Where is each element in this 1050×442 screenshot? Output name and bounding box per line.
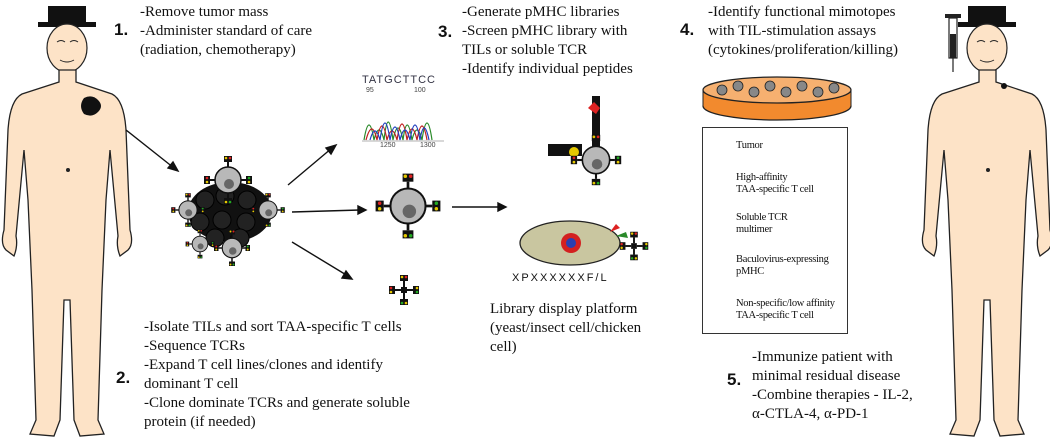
til-cluster xyxy=(170,155,286,267)
legend-box xyxy=(702,127,848,334)
culture-dish xyxy=(702,76,852,121)
yeast-display-cell xyxy=(519,220,650,266)
legend-item-nonspecific: Non-specific/low affinity TAA-specific T… xyxy=(736,298,835,321)
chromatogram-bases: TATGCTTCC xyxy=(362,74,436,86)
baculovirus-pmhc-binding xyxy=(548,96,623,187)
soluble-tcr-multimer xyxy=(388,274,420,306)
step-5-number: 5. xyxy=(727,370,742,389)
step-3-number: 3. xyxy=(438,22,453,41)
chromatogram-tick-100: 100 xyxy=(414,87,426,94)
step-3-text: -Generate pMHC libraries -Screen pMHC li… xyxy=(462,4,633,77)
step-5-text: -Immunize patient with minimal residual … xyxy=(752,349,913,422)
sequencing-chromatogram xyxy=(360,92,444,148)
legend-item-multimer: Soluble TCR multimer xyxy=(736,212,788,235)
tumor-icon xyxy=(81,96,101,116)
patient-left xyxy=(1,6,133,437)
step-2-number: 2. xyxy=(116,368,131,387)
legend-item-tumor: Tumor xyxy=(736,140,763,151)
syringe-icon xyxy=(945,14,961,72)
library-platform-text: Library display platform (yeast/insect c… xyxy=(490,301,642,355)
flow-arrows xyxy=(125,129,508,280)
legend-item-high-affinity: High-affinity TAA-specific T cell xyxy=(736,172,814,195)
step-2-text: -Isolate TILs and sort TAA-specific T ce… xyxy=(144,319,410,430)
step-4-text: -Identify functional mimotopes with TIL-… xyxy=(708,4,898,58)
patient-right xyxy=(921,6,1050,437)
tumor-residual-icon xyxy=(1001,83,1007,89)
high-affinity-tcell xyxy=(374,172,442,240)
legend-item-baculovirus: Baculovirus-expressing pMHC xyxy=(736,254,829,277)
step-1-number: 1. xyxy=(114,20,129,39)
step-1-text: -Remove tumor mass -Administer standard … xyxy=(140,4,313,58)
chromatogram-tick-1300: 1300 xyxy=(420,142,436,149)
library-sequence: XPXXXXXXF/L xyxy=(512,272,609,284)
chromatogram-tick-1250: 1250 xyxy=(380,142,396,149)
step-4-number: 4. xyxy=(680,20,695,39)
chromatogram-tick-95: 95 xyxy=(366,87,374,94)
